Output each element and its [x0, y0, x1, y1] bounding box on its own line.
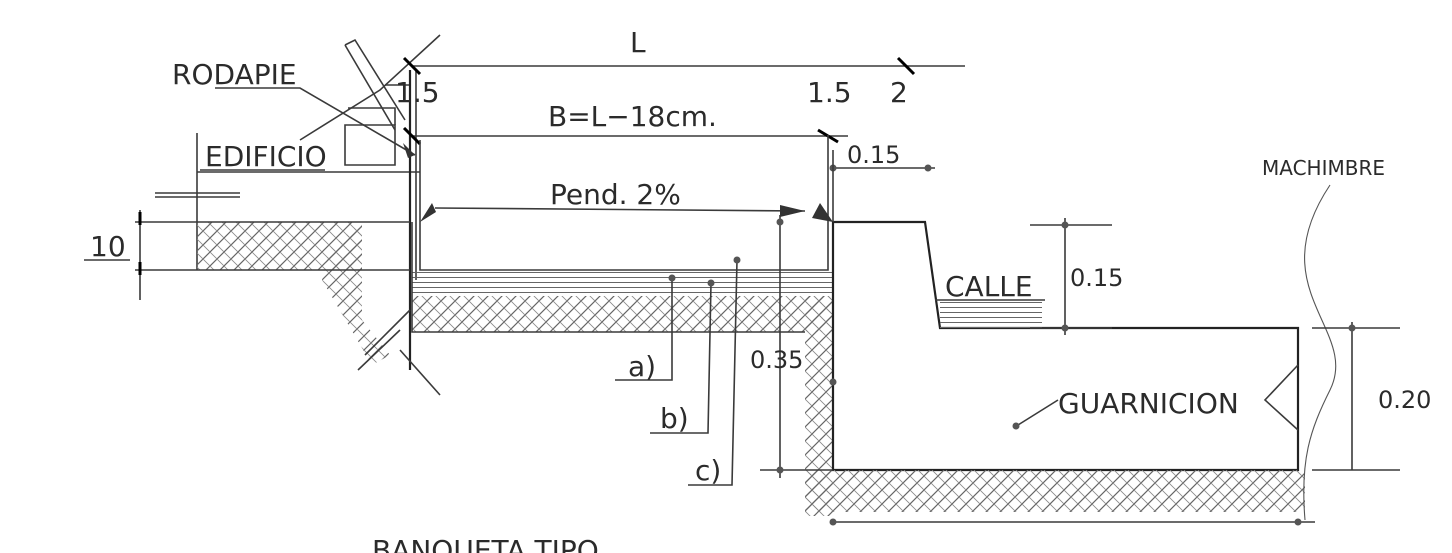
- label-left-gap: 1.5: [395, 76, 440, 109]
- dimension-lines: [84, 56, 1400, 526]
- drawing-title: BANQUETA TIPO: [372, 534, 599, 553]
- label-rodapie: RODAPIE: [172, 58, 297, 91]
- label-guarnicion: GUARNICION: [1058, 387, 1239, 420]
- label-guarnicion-020: 0.20: [1378, 386, 1431, 414]
- text-labels: L 1.5 1.5 2 RODAPIE B=L−18cm. EDIFICIO 0…: [90, 26, 1431, 553]
- label-top-015: 0.15: [847, 141, 900, 169]
- label-layer-c: c): [695, 454, 721, 487]
- leader-lines: [200, 87, 1059, 486]
- label-end-gap: 2: [890, 76, 908, 109]
- label-layer-a: a): [628, 350, 656, 383]
- label-depth-035: 0.35: [750, 346, 803, 374]
- label-edificio: EDIFICIO: [205, 140, 327, 173]
- label-B: B=L−18cm.: [548, 100, 717, 133]
- label-right-gap: 1.5: [807, 76, 852, 109]
- machimbre-joint: [1263, 184, 1337, 521]
- label-thickness-10: 10: [90, 230, 126, 263]
- slab-left-hatch: [135, 221, 441, 396]
- label-calle-015: 0.15: [1070, 264, 1123, 292]
- label-calle: CALLE: [945, 270, 1033, 303]
- label-slope: Pend. 2%: [550, 178, 681, 211]
- label-layer-b: b): [660, 402, 689, 435]
- edificio-wall: [155, 34, 441, 370]
- label-machimbre: MACHIMBRE: [1262, 156, 1385, 180]
- label-L: L: [630, 26, 646, 59]
- sidewalk-section: [411, 220, 1305, 516]
